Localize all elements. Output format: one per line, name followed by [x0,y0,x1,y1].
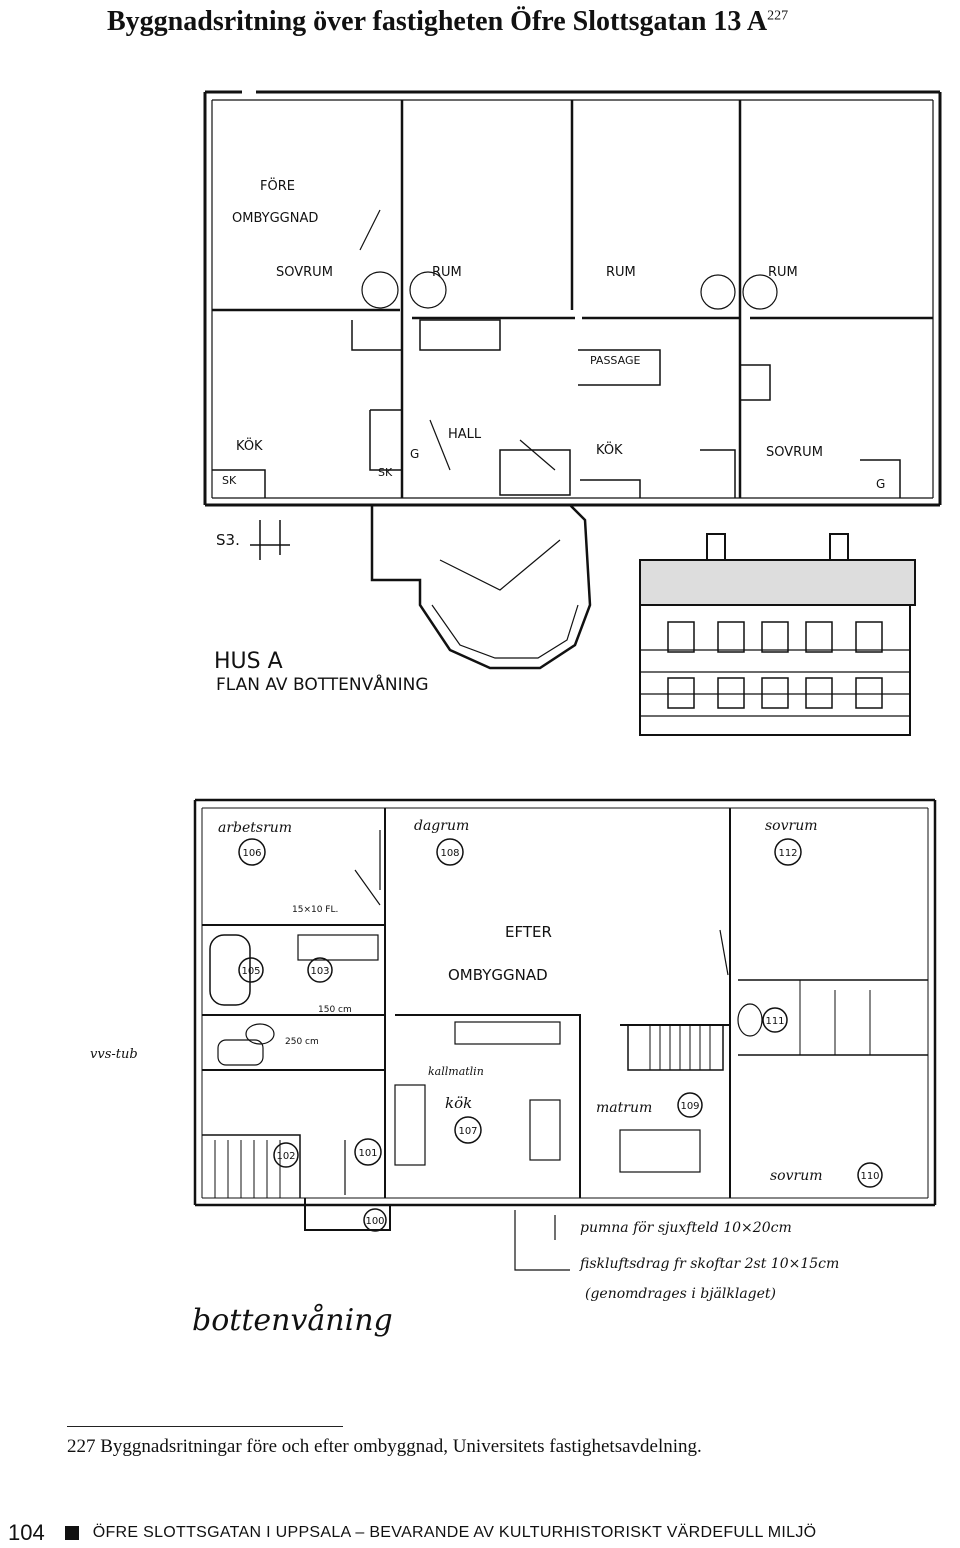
label-sovrum-top: sovrum [765,818,818,834]
room-number: 111 [765,1016,784,1027]
note-line-3: (genomdrages i bjälklaget) [585,1286,776,1302]
label-sk-2: SK [378,466,393,479]
page-title: Byggnadsritning över fastigheten Öfre Sl… [107,6,789,37]
label-fore: FÖRE [260,177,295,194]
label-matrum: matrum [596,1100,652,1116]
plan-after-labels: arbetsrum dagrum sovrum matrum sovrum kö… [90,818,880,1338]
label-rum-3: RUM [768,265,798,280]
plan-before-title-2: FLAN AV BOTTENVÅNING [216,673,429,695]
room-number: 101 [358,1148,377,1159]
label-vvs: vvs-tub [90,1047,138,1062]
plan-after [193,798,937,1271]
room-numbers: 106 108 112 105 103 111 109 107 102 101 … [241,848,879,1227]
label-hall: HALL [448,427,482,442]
label-rum-1: RUM [432,265,462,280]
label-sovrum-1: SOVRUM [276,265,333,280]
running-title: ÖFRE SLOTTSGATAN I UPPSALA – BEVARANDE A… [92,1524,817,1541]
plan-before-labels: FÖRE OMBYGGNAD SOVRUM RUM RUM RUM PASSAG… [214,177,885,695]
room-number: 102 [276,1151,295,1162]
floor-label: bottenvåning [192,1303,393,1338]
room-number: 107 [458,1126,477,1137]
label-passage: PASSAGE [590,354,640,367]
page-footer: 104 ÖFRE SLOTTSGATAN I UPPSALA – BEVARAN… [8,1518,816,1548]
room-number: 105 [241,966,260,977]
facade-elevation [639,533,916,736]
label-kok-1: KÖK [236,437,263,454]
room-number: 106 [242,848,261,859]
room-number: 103 [310,966,329,977]
building-drawings: FÖRE OMBYGGNAD SOVRUM RUM RUM RUM PASSAG… [90,90,942,1338]
dim-2: 150 cm [318,1005,352,1015]
footnote-ref: 227 [767,8,789,24]
label-kallmatlin: kallmatlin [428,1065,484,1078]
label-rum-2: RUM [606,265,636,280]
label-g-1: G [410,447,419,461]
label-sovrum-bottom: sovrum [770,1168,823,1184]
note-line-2: fiskluftsdrag fr skoftar 2st 10×15cm [579,1256,839,1272]
label-s3: S3. [216,531,240,549]
label-ombyggnad-after: OMBYGGNAD [448,966,548,984]
label-ombyggnad: OMBYGGNAD [232,211,318,226]
label-g-2: G [876,477,885,491]
label-arbetsrum: arbetsrum [218,820,292,836]
caption-rule [67,1426,343,1427]
room-number: 110 [860,1171,879,1182]
page-number: 104 [8,1520,45,1545]
footer-square-icon [64,1526,79,1540]
note-line-1: pumna för sjuxfteld 10×20cm [580,1220,792,1236]
figure-caption: 227 Byggnadsritningar före och efter omb… [67,1436,702,1457]
label-kok: kök [445,1094,472,1112]
room-number: 112 [778,848,797,859]
room-number: 108 [440,848,459,859]
room-number: 109 [680,1101,699,1112]
label-kok-2: KÖK [596,441,623,458]
room-number: 100 [365,1216,384,1227]
room-number-markers [238,838,883,1232]
label-sk-1: SK [222,474,237,487]
label-sovrum-2: SOVRUM [766,445,823,460]
label-efter: EFTER [505,923,552,941]
plan-before-title-1: HUS A [214,649,283,674]
dim-3: 250 cm [285,1037,319,1047]
dim-1: 15×10 FL. [292,905,338,915]
plan-before [203,90,942,670]
label-dagrum: dagrum [414,818,469,834]
